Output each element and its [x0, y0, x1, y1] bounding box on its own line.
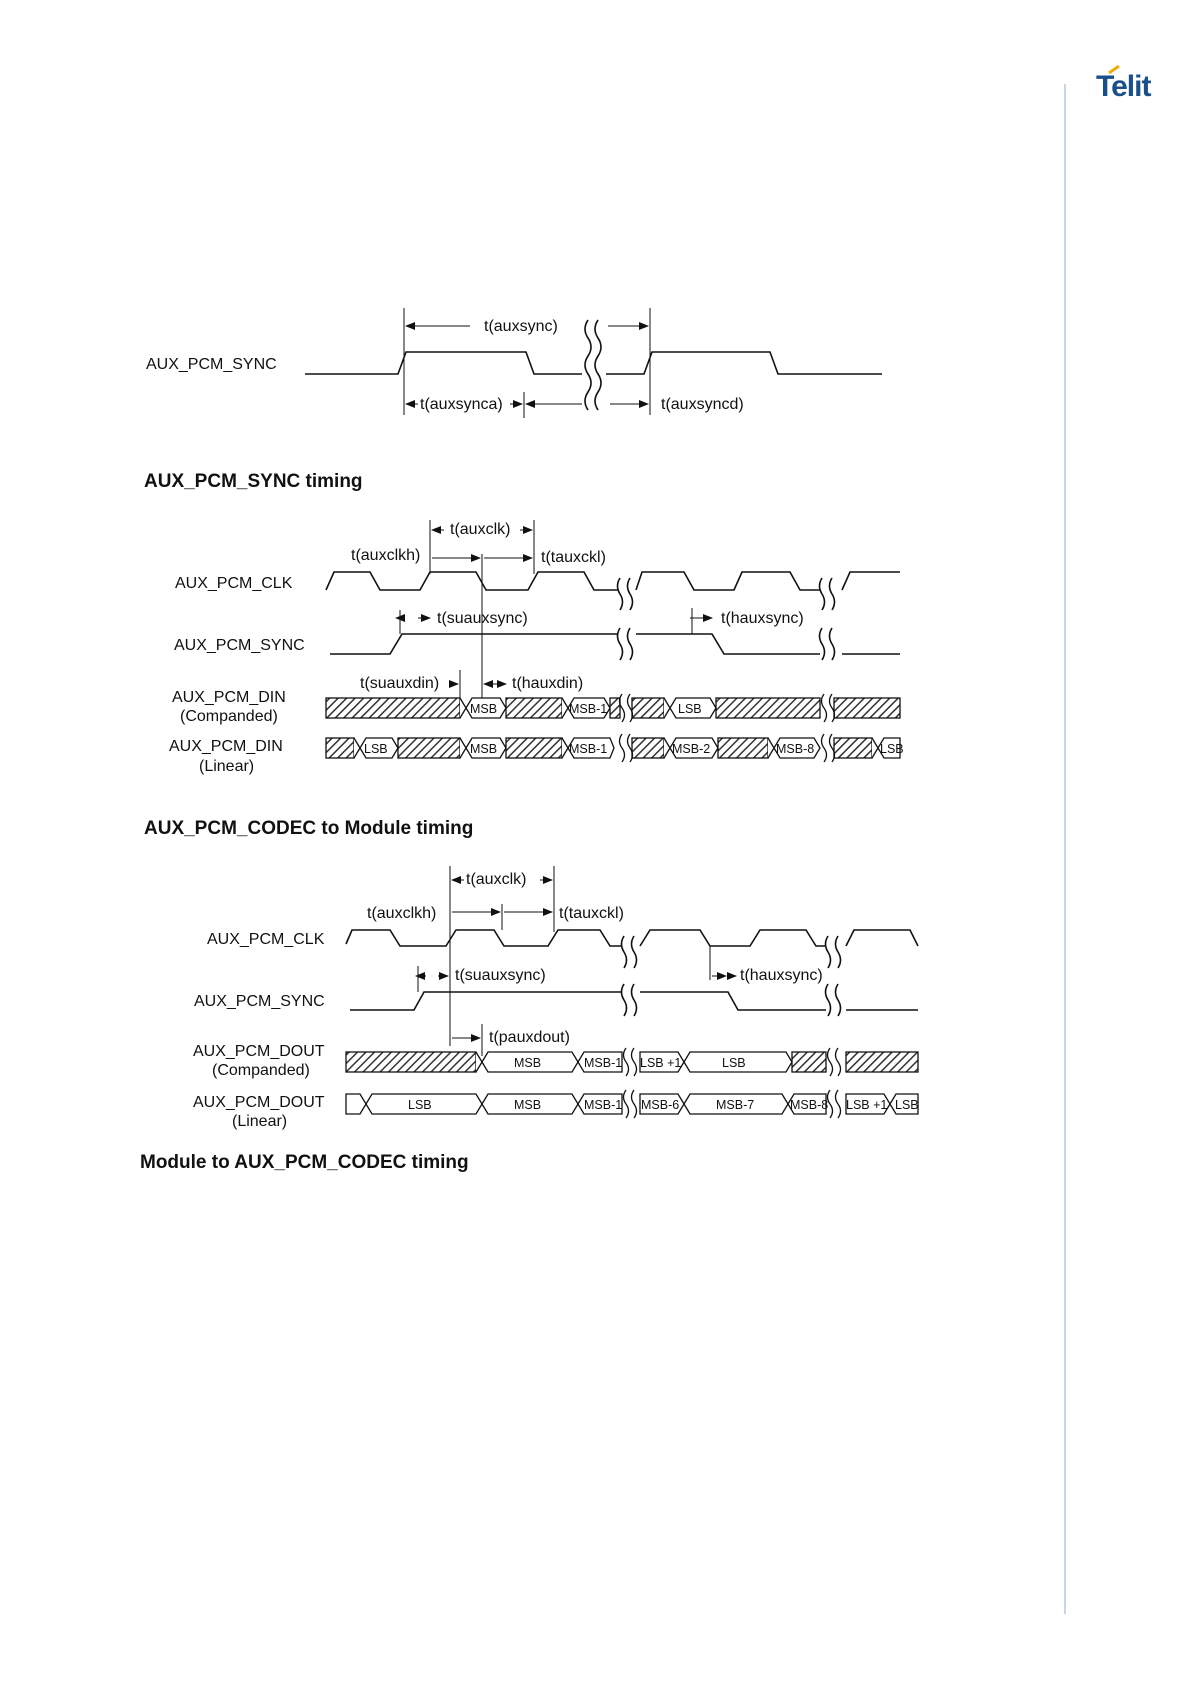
bus-cell-label: MSB-1 — [584, 1098, 622, 1112]
signal-label: AUX_PCM_DOUT — [193, 1043, 325, 1060]
figure-caption: Module to AUX_PCM_CODEC timing — [140, 1152, 469, 1173]
signal-label: (Linear) — [232, 1113, 287, 1130]
figure-caption: AUX_PCM_SYNC timing — [144, 471, 363, 492]
annotation-label: t(auxclkh) — [351, 547, 420, 564]
bus-cell-label: MSB — [514, 1098, 541, 1112]
annotation-label: t(suauxsync) — [455, 967, 546, 984]
figure-codec-to-module — [325, 520, 900, 706]
bus-cell-label: MSB — [470, 702, 497, 716]
bus-cell-label: LSB — [722, 1056, 746, 1070]
annotation-label: t(auxclk) — [466, 871, 526, 888]
signal-label: AUX_PCM_DOUT — [193, 1094, 325, 1111]
dout-companded-bus — [345, 1047, 919, 1077]
din-companded-bus — [325, 693, 901, 723]
signal-label: AUX_PCM_SYNC — [194, 993, 325, 1010]
annotation-label: t(suauxdin) — [360, 675, 439, 692]
bus-cell-label: MSB — [514, 1056, 541, 1070]
signal-label: (Companded) — [212, 1062, 310, 1079]
bus-cell-label: LSB — [678, 702, 702, 716]
telit-logo: Telit — [1096, 70, 1151, 103]
signal-label: AUX_PCM_SYNC — [174, 637, 305, 654]
figure-sync-timing — [305, 308, 882, 418]
bus-cell-label: MSB-6 — [641, 1098, 679, 1112]
annotation-label: t(auxsynca) — [420, 396, 503, 413]
annotation-label: t(hauxsync) — [721, 610, 804, 627]
bus-cell-label: MSB-1 — [569, 742, 607, 756]
bus-cell-label: MSB — [470, 742, 497, 756]
signal-label: (Linear) — [199, 758, 254, 775]
dout-linear-bus — [345, 1089, 919, 1119]
signal-label: AUX_PCM_CLK — [207, 931, 325, 948]
annotation-label: t(suauxsync) — [437, 610, 528, 627]
annotation-label: t(auxsync) — [484, 318, 558, 335]
annotation-label: t(tauxckl) — [559, 905, 624, 922]
annotation-label: t(auxclk) — [450, 521, 510, 538]
signal-label: AUX_PCM_SYNC — [146, 356, 277, 373]
figure-caption: AUX_PCM_CODEC to Module timing — [144, 818, 473, 839]
bus-cell-label: LSB — [364, 742, 388, 756]
annotation-label: t(tauxckl) — [541, 549, 606, 566]
din-linear-bus — [325, 733, 901, 763]
signal-label: AUX_PCM_DIN — [169, 738, 283, 755]
annotation-label: t(auxclkh) — [367, 905, 436, 922]
annotation-label: t(hauxsync) — [740, 967, 823, 984]
signal-label: (Companded) — [180, 708, 278, 725]
annotation-label: t(auxsyncd) — [661, 396, 744, 413]
bus-cell-label: LSB +1 — [846, 1098, 887, 1112]
signal-label: AUX_PCM_DIN — [172, 689, 286, 706]
bus-cell-label: LSB +1 — [640, 1056, 681, 1070]
bus-cell-label: MSB-7 — [716, 1098, 754, 1112]
bus-cell-label: MSB-1 — [569, 702, 607, 716]
bus-cell-label: MSB-8 — [776, 742, 814, 756]
page-margin-rule — [1064, 84, 1066, 1614]
bus-cell-label: MSB-2 — [672, 742, 710, 756]
annotation-label: t(hauxdin) — [512, 675, 583, 692]
figure-module-to-codec — [345, 866, 919, 1056]
annotation-label: t(pauxdout) — [489, 1029, 570, 1046]
bus-cell-label: LSB — [880, 742, 904, 756]
bus-cell-label: MSB-1 — [584, 1056, 622, 1070]
signal-label: AUX_PCM_CLK — [175, 575, 293, 592]
bus-cell-label: LSB — [408, 1098, 432, 1112]
bus-cell-label: LSB — [895, 1098, 919, 1112]
bus-cell-label: MSB-8 — [790, 1098, 828, 1112]
